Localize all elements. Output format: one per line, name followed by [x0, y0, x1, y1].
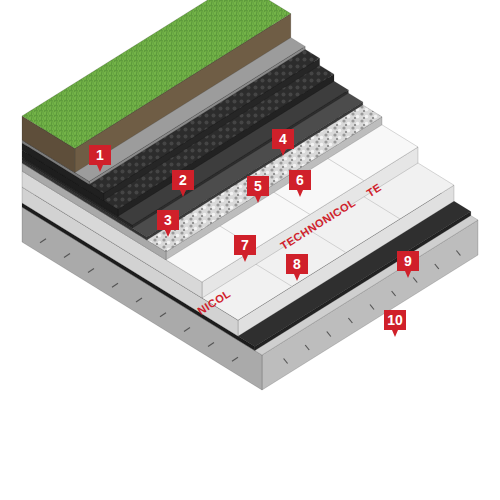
rebar-end — [392, 291, 396, 296]
callout-number: 5 — [254, 178, 262, 194]
rebar-end — [456, 251, 460, 256]
callout-number: 2 — [179, 172, 187, 188]
rebar-end — [232, 357, 238, 361]
rebar-end — [284, 359, 288, 364]
rebar-end — [208, 342, 214, 346]
rebar-end — [112, 283, 118, 287]
rebar-end — [88, 268, 94, 272]
callout-badge — [234, 235, 256, 262]
callout-number: 4 — [279, 131, 287, 147]
callout-number: 6 — [296, 172, 304, 188]
rebar-end — [327, 332, 331, 337]
callout-badge — [89, 145, 111, 172]
callout-badge — [397, 251, 419, 278]
rebar-end — [184, 328, 190, 332]
callout-number: 1 — [96, 147, 104, 163]
rebar-end — [40, 239, 46, 243]
callout-badge — [384, 310, 406, 337]
callout-number: 7 — [241, 237, 249, 253]
callout-badge — [172, 170, 194, 197]
callout-badge — [247, 176, 269, 203]
grass-turf-top — [22, 0, 291, 149]
rebar-end — [370, 305, 374, 310]
callout-number: 10 — [387, 312, 403, 328]
callout-badge — [286, 254, 308, 281]
rebar-end — [160, 313, 166, 317]
rebar-end — [413, 278, 417, 283]
rebar-end — [64, 254, 70, 258]
callout-number: 8 — [293, 256, 301, 272]
callout-number: 9 — [404, 253, 412, 269]
rebar-end — [305, 345, 309, 350]
rebar-end — [435, 264, 439, 269]
callout-badge — [157, 210, 179, 237]
rebar-end — [348, 318, 352, 323]
callout-badge — [289, 170, 311, 197]
callout-badge — [272, 129, 294, 156]
rebar-end — [136, 298, 142, 302]
callout-number: 3 — [164, 212, 172, 228]
